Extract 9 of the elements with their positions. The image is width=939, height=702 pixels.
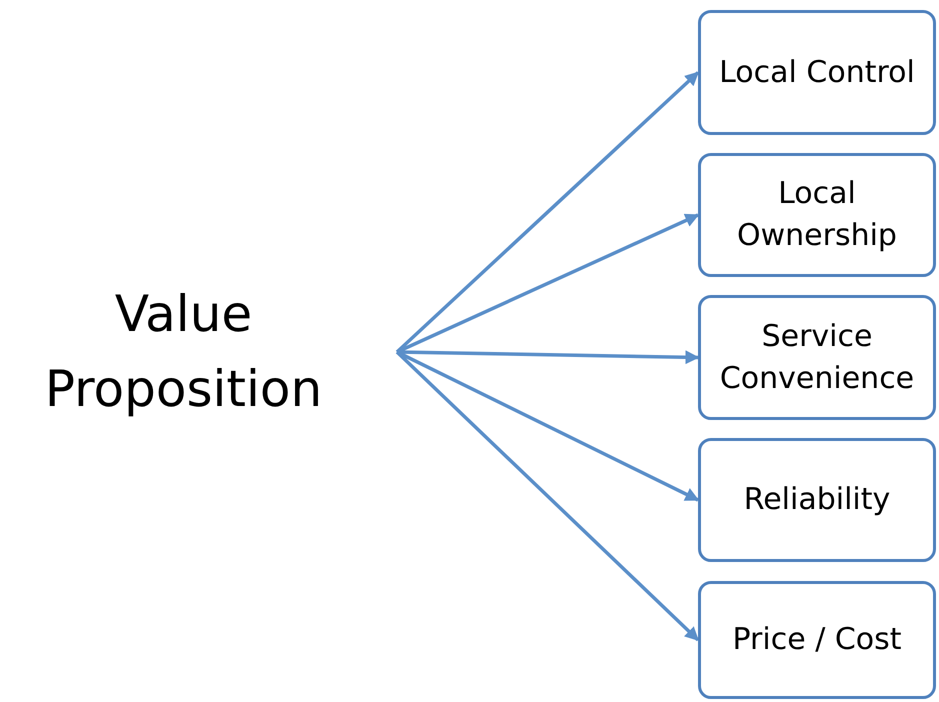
category-box: Price / Cost	[698, 581, 936, 699]
category-box: Reliability	[698, 438, 936, 562]
category-box: Service Convenience	[698, 295, 936, 420]
category-box: Local Ownership	[698, 153, 936, 277]
arrow	[396, 350, 700, 502]
arrow	[396, 213, 700, 354]
title-label: Value Proposition	[44, 284, 324, 420]
category-box: Local Control	[698, 10, 936, 135]
arrow	[396, 71, 700, 354]
